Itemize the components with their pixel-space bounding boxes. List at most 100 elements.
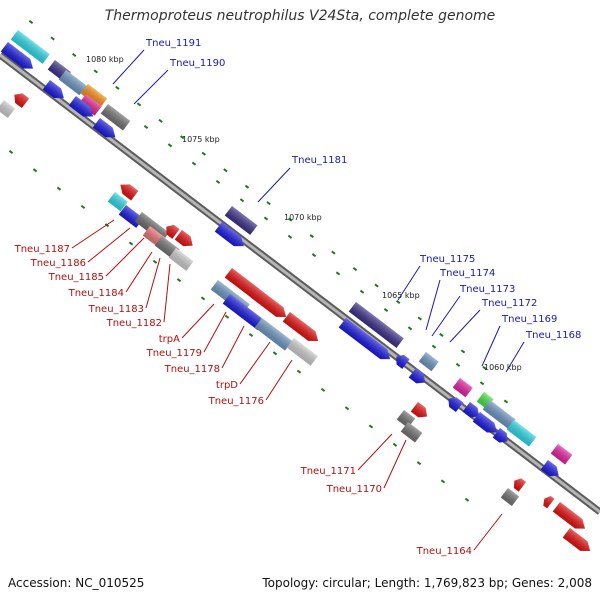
gene-label-top: Tneu_1169 <box>501 314 557 325</box>
scale-tick <box>263 216 269 221</box>
gene-label-top: Tneu_1172 <box>481 298 537 309</box>
accession-text: Accession: NC_010525 <box>8 576 145 590</box>
gene-feature <box>452 378 473 398</box>
scale-tick <box>368 424 374 429</box>
gene-feature <box>224 268 262 299</box>
gene-label-top: Tneu_1173 <box>459 284 515 295</box>
scale-tick <box>479 381 485 386</box>
gene-feature <box>120 184 139 201</box>
gene-feature <box>550 444 573 465</box>
label-leader <box>473 513 503 551</box>
scale-tick <box>359 289 365 294</box>
gene-feature <box>408 368 426 384</box>
scale-tick <box>296 369 302 374</box>
label-leader <box>163 263 171 323</box>
gene-label-bottom: trpD <box>216 380 238 391</box>
scale-tick <box>266 201 271 206</box>
label-leader <box>425 279 441 331</box>
label-leader <box>357 433 393 471</box>
scale-tick <box>352 267 358 272</box>
gene-label-bottom: Tneu_1171 <box>300 466 356 477</box>
scale-tick <box>287 217 293 222</box>
gene-feature <box>254 318 293 351</box>
scale-tick <box>407 326 413 331</box>
gene-feature <box>472 412 498 433</box>
gene-feature <box>250 288 287 318</box>
kbp-marker: 1075 kbp <box>182 135 220 144</box>
gene-label-top: Tneu_1190 <box>169 58 225 69</box>
label-leader <box>87 227 131 263</box>
gene-label-bottom: Tneu_1187 <box>14 244 70 255</box>
gene-label-bottom: Tneu_1184 <box>68 288 124 299</box>
scale-tick <box>287 234 293 239</box>
gene-feature <box>396 410 416 429</box>
gene-label-top: Tneu_1174 <box>439 268 495 279</box>
gene-feature <box>282 312 319 342</box>
label-leader <box>383 439 407 489</box>
kbp-marker: 1070 kbp <box>284 213 322 222</box>
gene-feature <box>166 224 180 239</box>
gene-feature <box>348 301 404 348</box>
scale-tick <box>179 135 185 140</box>
label-leader <box>505 341 525 373</box>
gene-feature <box>107 191 128 212</box>
scale-tick <box>200 296 206 301</box>
scale-tick <box>482 365 487 370</box>
label-leader <box>239 341 271 385</box>
scale-tick <box>115 85 120 90</box>
scale-tick <box>8 150 14 155</box>
scale-tick <box>439 332 444 337</box>
scale-tick <box>224 314 230 319</box>
scale-tick <box>460 349 466 354</box>
label-leader <box>257 167 291 203</box>
label-leader <box>133 69 169 105</box>
label-leader <box>449 309 481 343</box>
gene-feature <box>418 352 439 372</box>
gene-label-bottom: Tneu_1164 <box>416 546 472 557</box>
scale-tick <box>143 125 149 130</box>
gene-label-bottom: Tneu_1183 <box>88 304 144 315</box>
scale-tick <box>331 250 336 255</box>
scale-tick <box>93 69 98 74</box>
scale-tick <box>248 333 254 338</box>
gene-label-bottom: Tneu_1179 <box>146 348 202 359</box>
scale-tick <box>167 143 173 148</box>
scale-tick <box>176 278 182 283</box>
gene-feature <box>68 96 94 117</box>
gene-feature <box>506 420 537 447</box>
gene-feature <box>286 338 318 366</box>
gene-feature <box>482 400 516 429</box>
scale-tick <box>158 118 163 123</box>
gene-feature <box>42 80 64 99</box>
label-leader <box>181 303 215 339</box>
label-leader <box>203 311 227 353</box>
gene-feature <box>540 460 559 477</box>
scale-tick <box>128 241 134 246</box>
gene-feature <box>562 528 591 551</box>
gene-feature <box>0 42 34 69</box>
scale-tick <box>503 399 509 404</box>
scale-tick <box>374 283 379 288</box>
gene-feature <box>78 94 102 116</box>
scale-tick <box>71 52 77 57</box>
gene-label-bottom: Tneu_1178 <box>164 364 220 375</box>
scale-tick <box>201 151 206 156</box>
scale-tick <box>80 204 86 209</box>
gene-feature <box>80 84 108 109</box>
label-leader <box>105 237 145 277</box>
label-leader <box>221 325 245 369</box>
scale-tick <box>440 479 446 484</box>
kbp-marker: 1080 kbp <box>86 55 124 64</box>
gene-feature <box>513 478 526 492</box>
scale-tick <box>223 168 228 173</box>
gene-feature <box>492 428 508 443</box>
label-leader <box>265 359 293 401</box>
scale-tick <box>239 198 245 203</box>
gene-feature <box>462 402 480 418</box>
scale-tick <box>416 461 422 466</box>
gene-feature <box>448 397 464 413</box>
scale-tick <box>272 351 278 356</box>
gene-feature <box>400 422 423 443</box>
gene-feature <box>214 222 244 247</box>
